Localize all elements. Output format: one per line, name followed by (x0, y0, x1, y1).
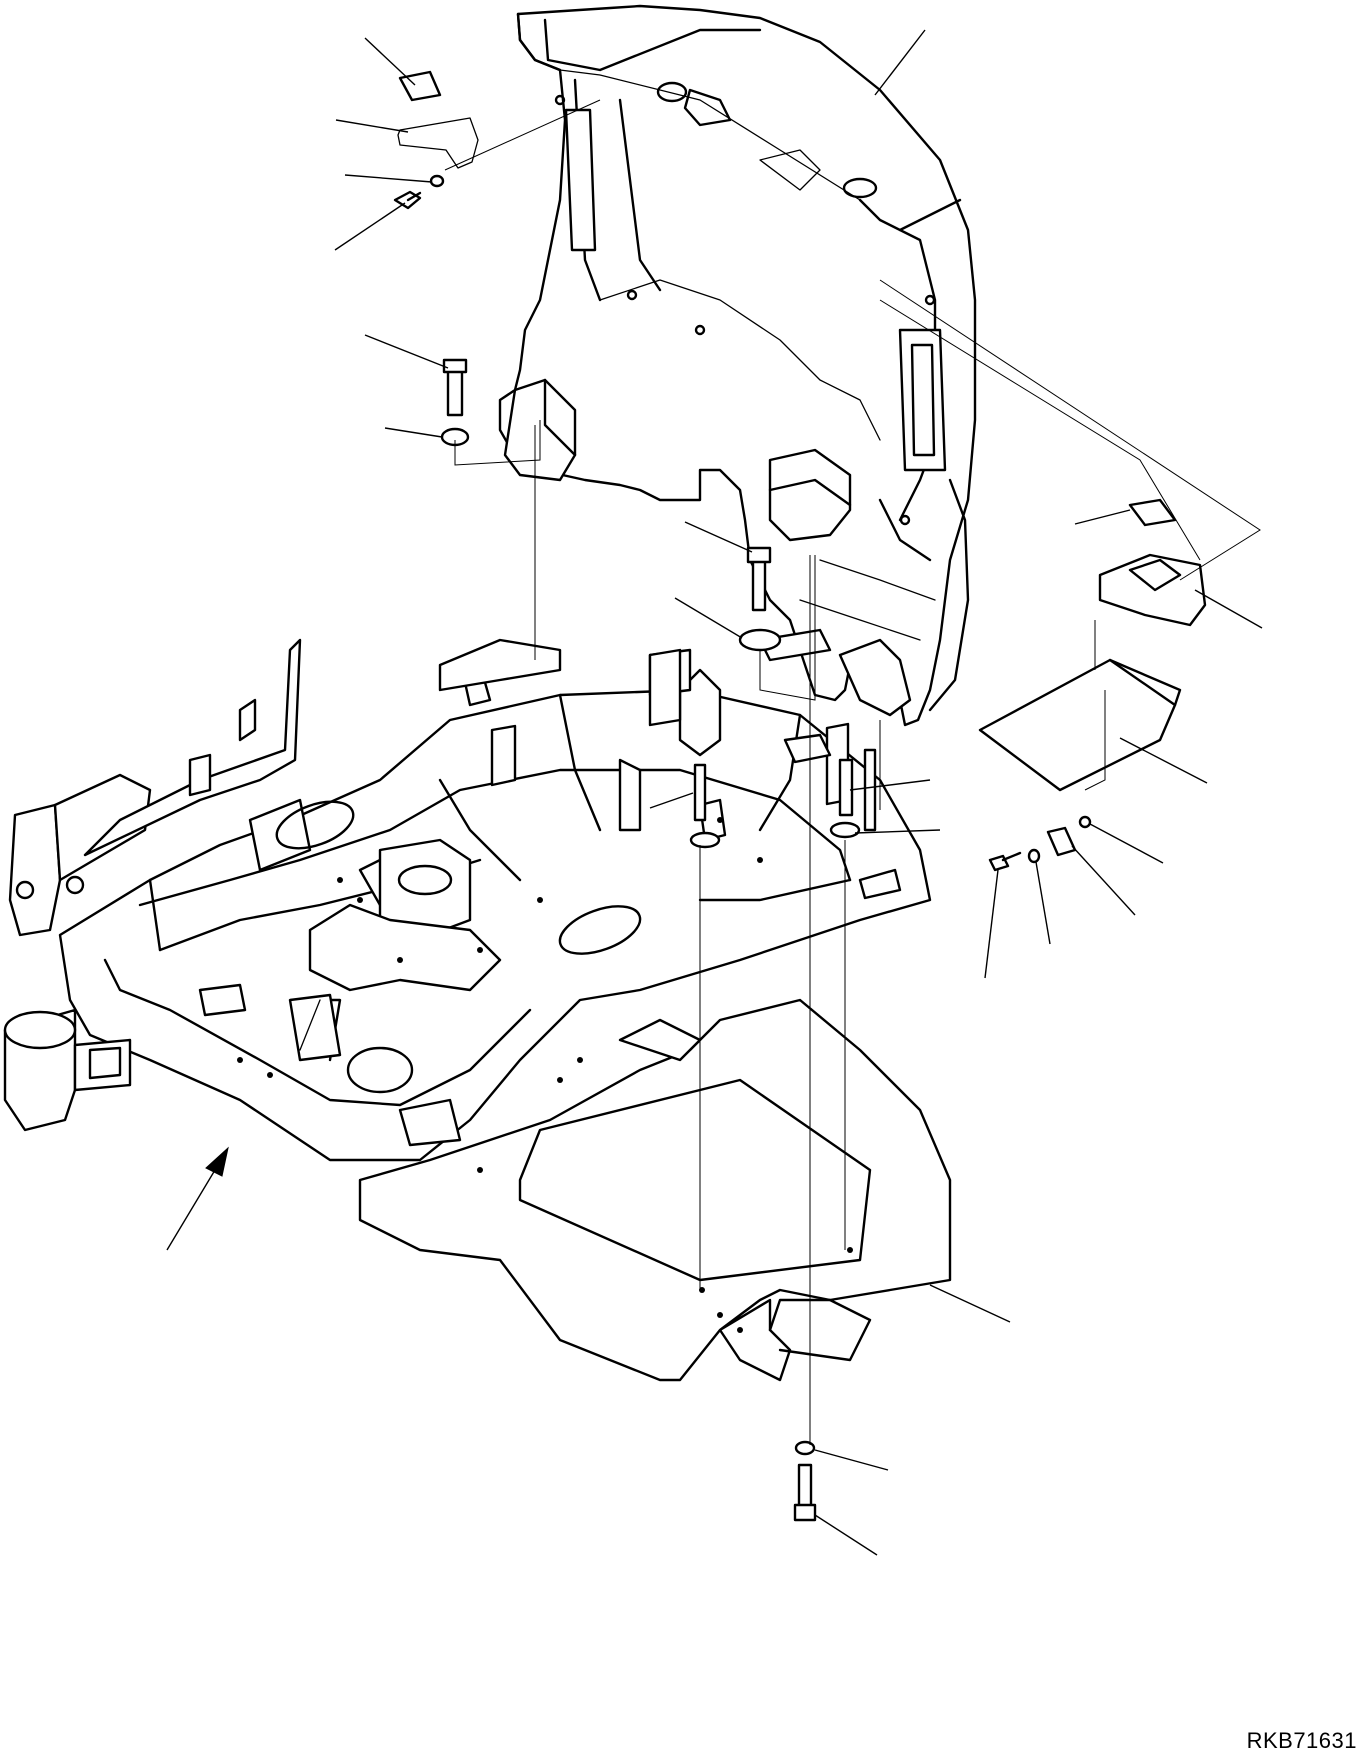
drawing-code: RKB71631 (1246, 1728, 1357, 1753)
view-direction-arrow-icon (166, 1146, 229, 1251)
mounting-hardware (393, 70, 1207, 1522)
part-leader-lines (334, 29, 1263, 1556)
assembly-centerlines (444, 99, 1261, 1445)
revolving-frame (3, 628, 952, 1382)
counterweight (498, 4, 977, 727)
